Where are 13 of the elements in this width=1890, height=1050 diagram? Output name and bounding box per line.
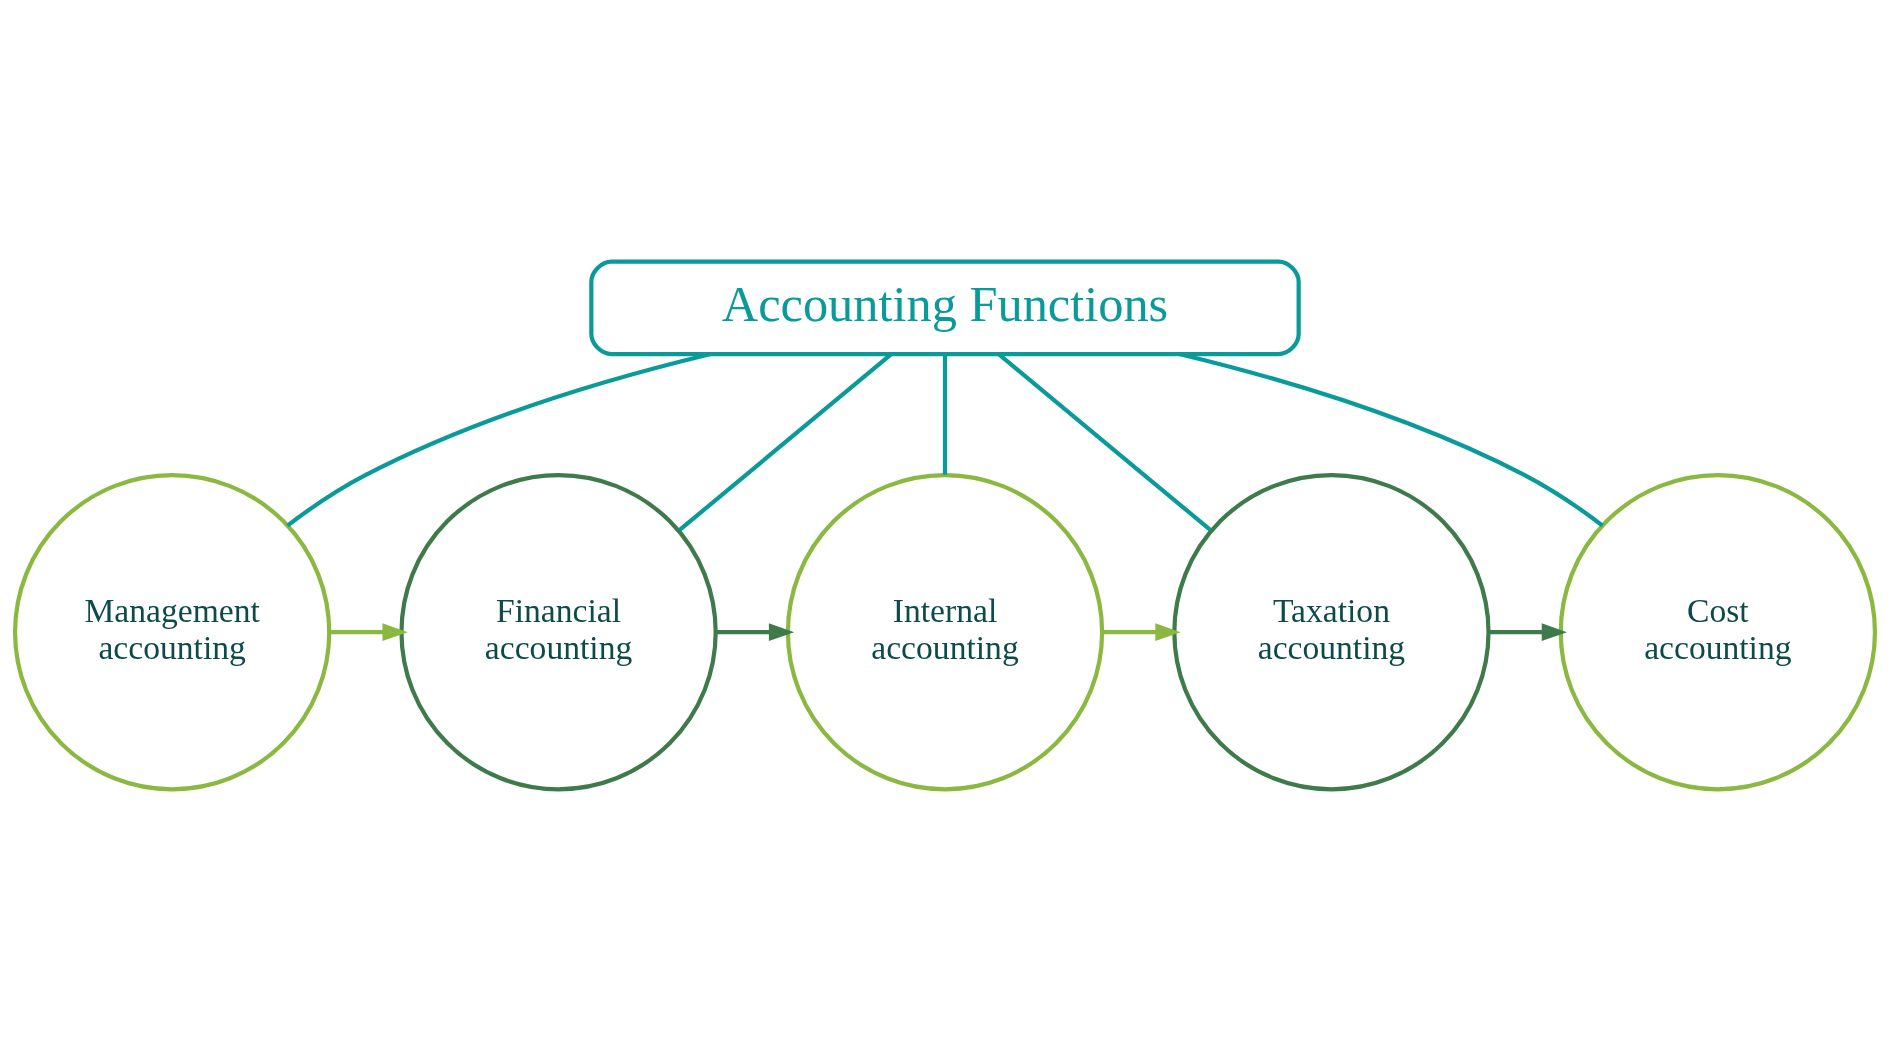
node-circle: Management accounting (12, 472, 332, 791)
node-circle: Taxation accounting (1172, 472, 1491, 791)
node-circle: Internal accounting (785, 472, 1105, 791)
connector (1179, 351, 1604, 527)
node-box: Accounting Functions (589, 259, 1301, 356)
connector (286, 351, 711, 527)
arrow (1489, 622, 1567, 641)
connector (942, 353, 948, 475)
arrow (1102, 622, 1181, 641)
arrow (329, 622, 408, 641)
node-circle: Cost accounting (1558, 472, 1878, 791)
arrow (716, 622, 795, 641)
node-circle: Financial accounting (399, 472, 718, 791)
